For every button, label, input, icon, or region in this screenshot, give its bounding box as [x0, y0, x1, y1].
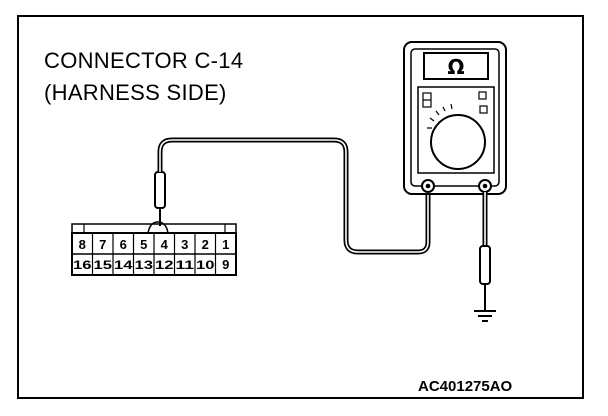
connector-title: CONNECTOR C-14 — [44, 48, 244, 73]
pin-1: 1 — [222, 237, 229, 252]
pin-3: 3 — [181, 237, 188, 252]
pin-11: 11 — [176, 258, 195, 272]
pin-12: 12 — [155, 258, 174, 272]
pin-13: 13 — [135, 258, 154, 272]
test-probe-ground — [479, 245, 491, 310]
pin-15: 15 — [94, 258, 113, 272]
pin-10: 10 — [196, 258, 215, 272]
pin-2: 2 — [202, 237, 209, 252]
test-probe-connector — [147, 171, 169, 234]
connector-subtitle: (HARNESS SIDE) — [44, 80, 227, 105]
meter-display — [423, 52, 489, 80]
pin-9: 9 — [222, 257, 229, 272]
pin-14: 14 — [114, 258, 133, 272]
pin-5: 5 — [140, 237, 147, 252]
pin-7: 7 — [99, 237, 106, 252]
ground-icon — [474, 310, 496, 322]
pin-16: 16 — [73, 258, 92, 272]
selector-dial — [430, 114, 486, 170]
pin-4: 4 — [161, 237, 169, 252]
ohmmeter: Ω — [403, 41, 507, 195]
connector-clip — [71, 223, 237, 236]
ohm-icon: Ω — [447, 55, 464, 79]
pin-8: 8 — [79, 237, 86, 252]
figure-code: AC401275AO — [418, 378, 513, 395]
pin-6: 6 — [120, 237, 127, 252]
diagram-frame — [17, 15, 584, 399]
